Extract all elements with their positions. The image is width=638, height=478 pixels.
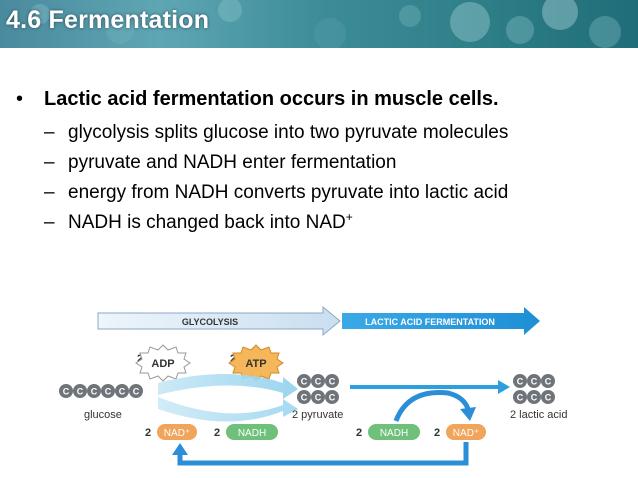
glycolysis-label: GLYCOLYSIS [182,317,238,327]
nad-superscript: + [345,210,353,224]
nad1-label: NAD⁺ [164,428,190,439]
nad-pill-right [446,424,486,440]
sub-bullet-nad: – NADH is changed back into NAD+ [16,208,626,238]
sub-bullet-text: energy from NADH converts pyruvate into … [68,182,509,203]
sub-bullet-pyruvate: – pyruvate and NADH enter fermentation [16,148,626,178]
carbon-label: C [517,377,524,387]
banner-texture [30,0,621,48]
carbon-label: C [301,393,308,403]
carbon-label: C [545,377,552,387]
glucose-molecule: C C C C C C [59,384,143,398]
lactic-acid-label: 2 lactic acid [510,409,567,421]
glycolysis-arrow [97,305,341,337]
nad2-label: NAD⁺ [453,428,479,439]
fermentation-label: LACTIC ACID FERMENTATION [365,317,495,327]
adp-count: 2 [137,353,143,365]
sub-bullet-energy: – energy from NADH converts pyruvate int… [16,178,626,208]
nadh-to-nad-curved-arrow [393,390,471,422]
lactic-acid-molecules: C C C C C C [513,374,555,404]
carbon-label: C [545,393,552,403]
sub-bullet-text: NADH is changed back into NAD [68,212,346,233]
main-bullet-text: Lactic acid fermentation occurs in muscl… [44,88,499,110]
nad-pill-left [157,424,197,440]
nad-recycle-loop [177,442,469,466]
bullet-dot: • [16,88,24,110]
carbon-label: C [531,393,538,403]
sub-bullet-glycolysis: – glycolysis splits glucose into two pyr… [16,118,626,148]
carbon-label: C [329,393,336,403]
carbon-label: C [119,387,126,397]
nadh2-count: 2 [356,427,362,439]
nadh-pill-right [368,424,420,440]
nadh-pill-left [226,424,278,440]
sub-bullet-text: pyruvate and NADH enter fermentation [68,152,397,173]
nad1-count: 2 [145,427,151,439]
carbon-label: C [105,387,112,397]
carbon-label: C [517,393,524,403]
adp-starburst [135,344,191,382]
carbon-label: C [77,387,84,397]
glycolysis-flow-lower [158,397,298,422]
nadh1-count: 2 [214,427,220,439]
atp-label: ATP [245,358,266,370]
main-bullet: • Lactic acid fermentation occurs in mus… [16,84,626,118]
glucose-label: glucose [84,409,122,421]
carbon-label: C [91,387,98,397]
carbon-label: C [315,393,322,403]
nadh2-label: NADH [380,428,408,439]
carbon-label: C [531,377,538,387]
fermentation-arrow [342,307,540,335]
carbon-label: C [315,377,322,387]
bullet-dash: – [44,152,55,173]
sub-bullet-text: glycolysis splits glucose into two pyruv… [68,122,509,143]
glycolysis-flow [158,374,298,399]
pyruvate-molecules: C C C C C C [297,374,339,404]
title-banner: 4.6 Fermentation [0,0,638,48]
nadh1-label: NADH [238,428,266,439]
carbon-label: C [301,377,308,387]
bullet-dash: – [44,122,55,143]
recycle-arrow-head [172,443,188,455]
slide-title: 4.6 Fermentation [6,6,210,34]
carbon-label: C [63,387,70,397]
nad2-count: 2 [434,427,440,439]
pyruvate-to-lactic-arrow [350,380,510,394]
fermentation-diagram: GLYCOLYSIS LACTIC ACID FERMENTATION 2 AD… [59,305,567,466]
carbon-label: C [133,387,140,397]
carbon-label: C [329,377,336,387]
bullet-dash: – [44,182,55,203]
bullet-dash: – [44,212,55,233]
curved-arrow-head [460,407,476,421]
adp-label: ADP [151,358,174,370]
pyruvate-label: 2 pyruvate [292,409,343,421]
bullet-list: • Lactic acid fermentation occurs in mus… [16,84,626,238]
atp-count: 2 [230,353,236,365]
